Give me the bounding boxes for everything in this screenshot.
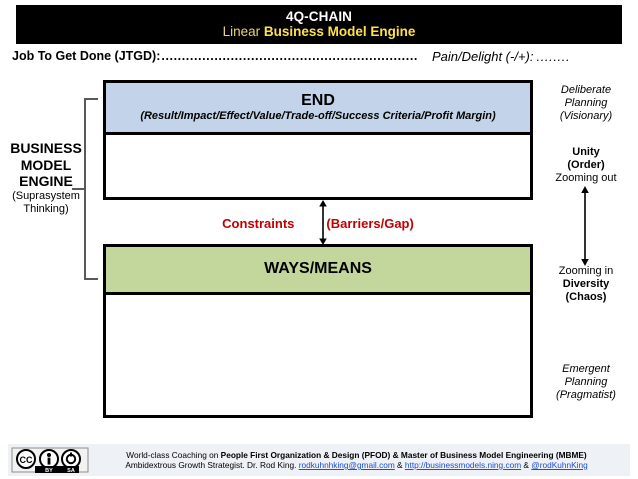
bme-label-line5: Thinking) [23, 202, 69, 215]
footer-email-link[interactable]: rodkuhnhking@gmail.com [298, 460, 395, 470]
diversity-line3: (Chaos) [565, 291, 607, 304]
bracket-middle-tick [72, 188, 86, 190]
ways-means-writing-area[interactable] [106, 295, 530, 415]
unity-line1: Unity [572, 146, 600, 158]
pain-delight-fill-line[interactable]: ........ [536, 48, 571, 64]
footer-line2-pre: Ambidextrous Growth Strategist. Dr. Rod … [125, 460, 299, 470]
end-subtitle: (Result/Impact/Effect/Value/Trade-off/Su… [140, 110, 496, 123]
bme-label-line3: ENGINE [19, 173, 73, 190]
business-model-engine-label: BUSINESS MODEL ENGINE (Suprasystem Think… [0, 140, 92, 215]
note-deliberate-planning: Deliberate Planning (Visionary) [536, 84, 636, 124]
svg-text:SA: SA [67, 468, 75, 473]
ways-means-header-band: WAYS/MEANS [106, 247, 530, 295]
constraints-double-arrow-icon [319, 200, 327, 245]
bracket-bottom-tick [84, 278, 98, 280]
footer-line1-pre: World-class Coaching on [126, 449, 221, 460]
deliberate-line1: Deliberate [560, 84, 612, 96]
ways-means-box[interactable]: WAYS/MEANS [103, 244, 533, 418]
emergent-line2: Planning [564, 376, 608, 389]
left-bracket [72, 98, 104, 280]
emergent-line3: (Pragmatist) [556, 389, 616, 402]
deliberate-line2: Planning [564, 97, 608, 110]
footer-line-2: Ambidextrous Growth Strategist. Dr. Rod … [89, 460, 624, 470]
emergent-line1: Emergent [562, 363, 610, 375]
footer-credit-text: World-class Coaching on People First Org… [89, 450, 630, 471]
end-box[interactable]: END (Result/Impact/Effect/Value/Trade-of… [103, 80, 533, 200]
svg-text:CC: CC [20, 455, 33, 465]
note-emergent-planning: Emergent Planning (Pragmatist) [536, 363, 636, 403]
zoom-scale-double-arrow-icon [581, 186, 589, 266]
constraints-row: Constraints (Barriers/Gap) [103, 208, 533, 238]
note-unity-order: Unity (Order) Zooming out [536, 146, 636, 186]
diversity-line2: Diversity [562, 278, 610, 291]
footer-twitter-link[interactable]: @rodKuhnKing [531, 460, 588, 470]
jtgd-row: Job To Get Done (JTGD): ................… [12, 45, 632, 67]
footer-line-1: World-class Coaching on People First Org… [89, 450, 624, 460]
title-sub-strong: Business Model Engine [263, 23, 416, 39]
unity-zooming-out: Zooming out [555, 172, 617, 185]
unity-line2: (Order) [567, 159, 605, 172]
svg-text:BY: BY [45, 468, 53, 473]
title-subtitle: Linear Business Model Engine [222, 23, 416, 39]
end-header-band: END (Result/Impact/Effect/Value/Trade-of… [106, 83, 530, 135]
bme-label-line4: (Suprasystem [12, 189, 80, 202]
footer-line1-bold: People First Organization & Design (PFOD… [220, 449, 587, 460]
barriers-gap-label: (Barriers/Gap) [326, 215, 414, 231]
title-main: 4Q-CHAIN [285, 9, 353, 25]
bme-label-line1: BUSINESS [10, 140, 82, 156]
pain-delight-label: Pain/Delight (-/+): [431, 48, 534, 64]
title-sub-prefix: Linear [222, 23, 264, 39]
footer-amp-1: & [394, 460, 405, 470]
end-title: END [301, 91, 335, 109]
footer-bar: CC BY SA World-class Coaching on People … [8, 444, 630, 476]
bme-label-line2: MODEL [20, 156, 72, 173]
footer-website-link[interactable]: http://businessmodels.ning.com [404, 460, 522, 470]
bracket-top-tick [84, 98, 98, 100]
diversity-zooming-in: Zooming in [558, 265, 614, 277]
cc-license-icon: CC BY SA [11, 447, 89, 473]
end-writing-area[interactable] [106, 135, 530, 197]
deliberate-line3: (Visionary) [559, 110, 613, 123]
creative-commons-badge[interactable]: CC BY SA [11, 447, 89, 473]
jtgd-label: Job To Get Done (JTGD): [12, 49, 161, 63]
ways-means-title: WAYS/MEANS [264, 260, 372, 278]
constraints-label: Constraints [222, 215, 295, 231]
footer-amp-2: & [521, 460, 532, 470]
jtgd-fill-line[interactable]: ........................................… [161, 49, 418, 63]
note-diversity-chaos: Zooming in Diversity (Chaos) [536, 265, 636, 305]
title-banner: 4Q-CHAIN Linear Business Model Engine [16, 5, 622, 44]
